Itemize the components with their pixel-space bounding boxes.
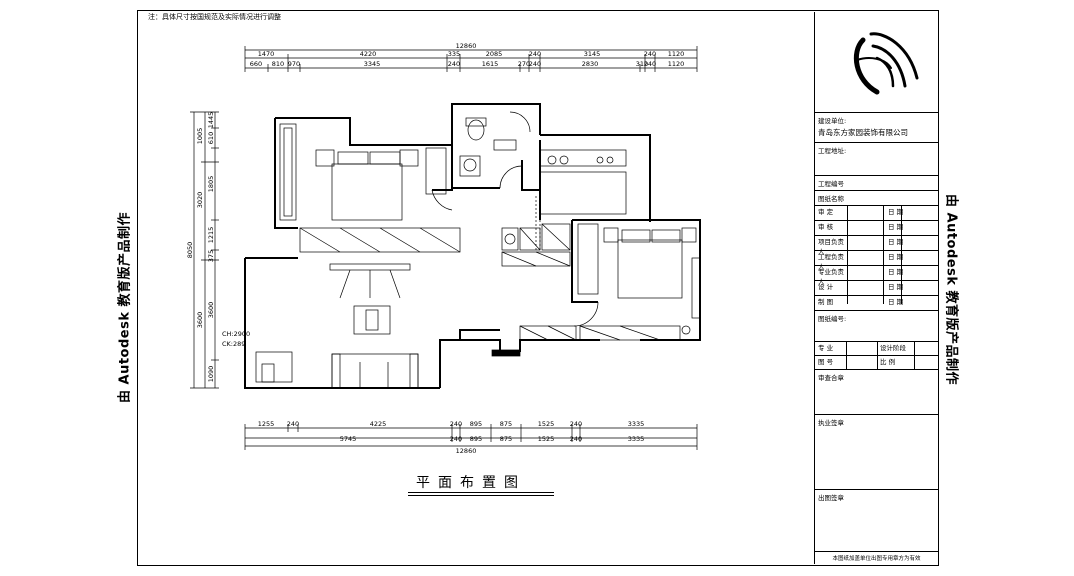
svg-text:5745: 5745 — [340, 435, 357, 443]
svg-text:610: 610 — [207, 132, 215, 144]
svg-text:895: 895 — [470, 435, 482, 443]
design-stage-label: 设计阶段 — [878, 342, 915, 355]
svg-text:240: 240 — [529, 50, 541, 58]
speciality-label: 专 业 — [815, 342, 847, 355]
top-total: 12860 — [456, 42, 477, 50]
company-name: 青岛东方家园装饰有限公司 — [818, 128, 908, 137]
svg-text:335: 335 — [448, 50, 460, 58]
svg-text:310: 310 — [636, 60, 648, 68]
drawing-no-label: 图纸编号: — [815, 311, 938, 342]
svg-text:240: 240 — [570, 435, 582, 443]
company-label: 建设单位: — [818, 117, 847, 125]
svg-text:3345: 3345 — [364, 60, 381, 68]
bottom-row1: 1255 240 4225 240 895 875 1525 240 3335 — [258, 420, 645, 428]
svg-text:660: 660 — [250, 60, 262, 68]
bottom-total: 12860 — [456, 447, 477, 455]
floor-plan: CH:2900 CK:289 12860 1470 4220 335 2085 … — [186, 42, 701, 455]
svg-text:240: 240 — [644, 60, 656, 68]
plan-title: 平面布置图 — [416, 475, 526, 491]
bottom-row2: 5745 240 895 875 1525 240 3335 — [340, 435, 645, 443]
top-row1: 1470 4220 335 2085 240 3145 240 1120 — [258, 50, 685, 58]
left-col1: 1445 610 1005 1805 1215 375 3600 1090 — [196, 112, 215, 383]
project-no: 工程编号 — [815, 176, 938, 191]
svg-text:1005: 1005 — [196, 128, 204, 145]
svg-text:240: 240 — [450, 435, 462, 443]
title-block: 建设单位: 青岛东方家园装饰有限公司 工程地址: 工程编号 图纸名称 审 定日 … — [814, 12, 938, 564]
svg-text:875: 875 — [500, 435, 512, 443]
svg-text:810: 810 — [272, 60, 284, 68]
publish-stamp: 出图签章 — [818, 494, 844, 502]
company-logo-icon — [853, 32, 919, 95]
side-label-right: 由 Autodesk 教育版产品制作 — [943, 193, 959, 386]
svg-text:875: 875 — [500, 420, 512, 428]
left-col2: 3020 3600 — [196, 192, 204, 329]
svg-text:3335: 3335 — [628, 420, 645, 428]
svg-text:3600: 3600 — [207, 302, 215, 319]
svg-text:1470: 1470 — [258, 50, 275, 58]
room-tag-level: CK:289 — [222, 340, 245, 348]
side-label-left: 由 Autodesk 教育版产品制作 — [117, 211, 133, 404]
svg-text:3335: 3335 — [628, 435, 645, 443]
svg-text:970: 970 — [288, 60, 300, 68]
svg-text:240: 240 — [448, 60, 460, 68]
top-row2: 660 810 970 3345 240 1615 270 240 2830 3… — [250, 60, 684, 68]
project-label: 工程地址: — [818, 147, 847, 155]
drawing-note: 注：具体尺寸按国规范及实际情况进行调整 — [148, 13, 281, 21]
svg-text:2830: 2830 — [582, 60, 599, 68]
svg-text:240: 240 — [570, 420, 582, 428]
sign-table: 审 定日 期 审 核日 期 项目负责人日 期 工程负责人日 期 专业负责人日 期… — [815, 206, 938, 311]
svg-text:3020: 3020 — [196, 192, 204, 209]
svg-text:1615: 1615 — [482, 60, 499, 68]
svg-text:1805: 1805 — [207, 176, 215, 193]
svg-text:1120: 1120 — [668, 60, 685, 68]
room-tag-ceiling: CH:2900 — [222, 330, 250, 338]
svg-text:1525: 1525 — [538, 420, 555, 428]
svg-text:3145: 3145 — [584, 50, 601, 58]
svg-text:4220: 4220 — [360, 50, 377, 58]
svg-text:240: 240 — [287, 420, 299, 428]
svg-text:375: 375 — [207, 250, 215, 262]
drawing-name: 图纸名称 — [815, 191, 938, 206]
footer-note: 本图纸加盖单位出图专用章方为有效 — [815, 551, 938, 562]
scale-label: 比 例 — [878, 356, 915, 369]
svg-text:1120: 1120 — [668, 50, 685, 58]
svg-text:1255: 1255 — [258, 420, 275, 428]
svg-text:4225: 4225 — [370, 420, 387, 428]
svg-text:240: 240 — [450, 420, 462, 428]
svg-text:240: 240 — [644, 50, 656, 58]
drawing-frame — [137, 10, 939, 566]
plan-title-underline-thin — [408, 495, 554, 496]
sheet-no-label: 图 号 — [815, 356, 847, 369]
top-dim-ticks — [244, 46, 698, 72]
svg-text:1215: 1215 — [207, 227, 215, 244]
svg-text:2085: 2085 — [486, 50, 503, 58]
left-total: 8050 — [186, 242, 194, 259]
svg-text:270: 270 — [518, 60, 530, 68]
svg-text:1090: 1090 — [207, 366, 215, 383]
svg-text:3600: 3600 — [196, 312, 204, 329]
svg-text:1525: 1525 — [538, 435, 555, 443]
plan-title-underline — [408, 492, 554, 493]
registered-stamp: 执业签章 — [815, 415, 938, 490]
svg-text:240: 240 — [529, 60, 541, 68]
review-stamp: 审查合章 — [815, 370, 938, 415]
svg-text:895: 895 — [470, 420, 482, 428]
svg-text:1445: 1445 — [207, 112, 215, 129]
